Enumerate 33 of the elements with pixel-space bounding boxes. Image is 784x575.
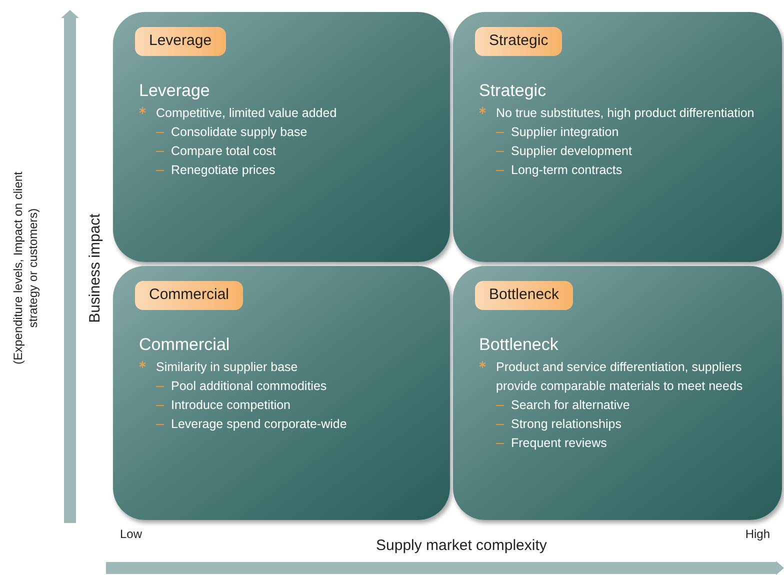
category-badge: Commercial [135, 281, 244, 310]
bullet-text: Product and service differentiation, suppliers provide comparable materials to meet needs [496, 359, 744, 395]
sub-bullet-text: Leverage spend corporate-wide [171, 416, 347, 433]
axis-title: Business impact [86, 213, 105, 323]
bullet-text: No true substitutes, high product differentiation [496, 105, 754, 122]
axis-title: Supply market complexity [376, 536, 547, 556]
bullet-text: Similarity in supplier base [156, 359, 298, 376]
sub-bullet-text: Renegotiate prices [171, 162, 276, 179]
sub-bullet-text: Pool additional commodities [171, 378, 327, 395]
quadrant-heading: Leverage [139, 80, 211, 102]
quadrant-panel [113, 266, 450, 520]
sub-bullet-text: Consolidate supply base [171, 124, 308, 141]
quadrant-panel [453, 266, 782, 520]
sub-bullet-text: Frequent reviews [511, 435, 607, 452]
quadrant-heading: Commercial [139, 334, 231, 356]
sub-bullet-text: Introduce competition [171, 397, 291, 414]
sub-bullet-text: Strong relationships [511, 416, 622, 433]
bullet-text: Competitive, limited value added [156, 105, 337, 122]
category-badge: Bottleneck [475, 281, 574, 310]
sub-bullet-text: Search for alternative [511, 397, 630, 414]
quadrant-panel [453, 12, 782, 262]
category-badge: Leverage [135, 27, 226, 56]
sub-bullet-text: Supplier integration [511, 124, 619, 141]
sub-bullet-text: Long-term contracts [511, 162, 622, 179]
sub-bullet-text: Supplier development [511, 143, 632, 160]
sub-bullet-text: Compare total cost [171, 143, 276, 160]
quadrant-heading: Bottleneck [479, 334, 560, 356]
axis-tick-label: High [745, 526, 770, 543]
quadrant-heading: Strategic [479, 80, 548, 102]
axis-tick-label: Low [120, 526, 142, 543]
quadrant-panel [113, 12, 450, 262]
category-badge: Strategic [475, 27, 562, 56]
axis-description: (Expenditure levels, Impact on client strategy or customers) [11, 170, 41, 366]
